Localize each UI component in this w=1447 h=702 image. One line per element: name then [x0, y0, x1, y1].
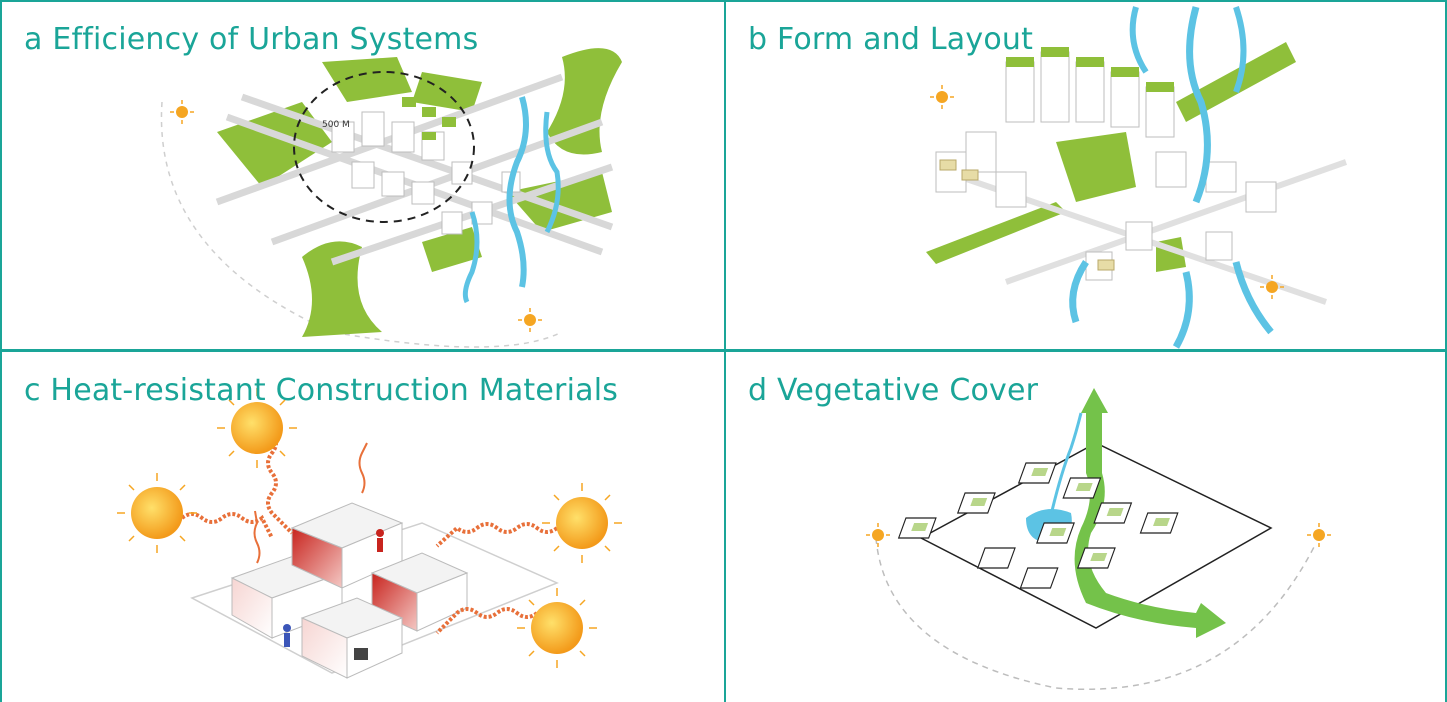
sun-icon: [1307, 523, 1331, 547]
walking-radius-circle: [293, 71, 475, 223]
river: [1232, 261, 1274, 335]
sun-icon: [1260, 275, 1284, 299]
sun-icon: [542, 483, 622, 563]
green-patch: [217, 102, 332, 187]
green-corridor-arrow: [1074, 388, 1226, 638]
solar-panels: [939, 159, 1115, 271]
sun-path-orbit: [875, 537, 1317, 690]
panel-vegetative-cover: d Vegetative Cover: [726, 353, 1445, 702]
river: [543, 111, 561, 234]
river: [1129, 6, 1149, 74]
sun-icon: [517, 588, 597, 668]
panel-efficiency-urban-systems: 500 M a Efficiency of Urban Systems: [2, 2, 724, 349]
river: [1233, 6, 1247, 94]
heat-waves: [180, 431, 559, 635]
river: [506, 96, 529, 288]
reflected-heat-arrows: [253, 442, 368, 564]
panel-title: a Efficiency of Urban Systems: [24, 22, 479, 57]
person-icon: [376, 529, 384, 552]
sun-icon: [866, 523, 890, 547]
border-left: [0, 0, 2, 702]
border-right: [1445, 0, 1447, 702]
river: [1069, 260, 1089, 324]
person-icon: [283, 624, 291, 647]
green-corridor: [547, 48, 622, 155]
green-corridor: [926, 202, 1066, 264]
green-roofs: [1006, 47, 1174, 92]
heat-materials-illustration: [117, 388, 622, 679]
urban-systems-illustration: 500 M: [160, 48, 622, 348]
building-hot: [290, 502, 404, 589]
radius-label: 500 M: [322, 120, 350, 130]
border-middle: [0, 349, 1447, 352]
green-patch: [422, 227, 482, 272]
building-cluster: [331, 111, 521, 235]
panel-title: c Heat-resistant Construction Materials: [24, 373, 619, 408]
vegetative-cover-illustration: [866, 388, 1331, 690]
river: [1172, 271, 1193, 349]
form-layout-illustration: [926, 6, 1347, 349]
stream: [1049, 412, 1083, 516]
window-ac-unit: [354, 648, 368, 660]
green-corridor: [1176, 42, 1296, 122]
panel-title: b Form and Layout: [748, 22, 1034, 57]
green-park: [1056, 132, 1136, 202]
green-roofs: [911, 468, 1170, 561]
sun-icon: [518, 308, 542, 332]
sun-icon: [170, 100, 194, 124]
panel-heat-resistant-materials: c Heat-resistant Construction Materials: [2, 353, 724, 702]
border-top: [0, 0, 1447, 2]
green-patch: [322, 57, 412, 102]
panel-form-and-layout: b Form and Layout: [726, 2, 1445, 349]
river: [1186, 6, 1211, 204]
border-center: [724, 0, 726, 702]
sun-icon: [217, 388, 297, 468]
green-roofs: [402, 97, 456, 140]
sun-icon: [117, 473, 197, 553]
building-light: [300, 597, 404, 679]
river: [462, 211, 480, 304]
green-patch: [412, 72, 482, 112]
green-corridor: [302, 241, 382, 337]
sun-icon: [930, 85, 954, 109]
panel-title: d Vegetative Cover: [748, 373, 1039, 408]
